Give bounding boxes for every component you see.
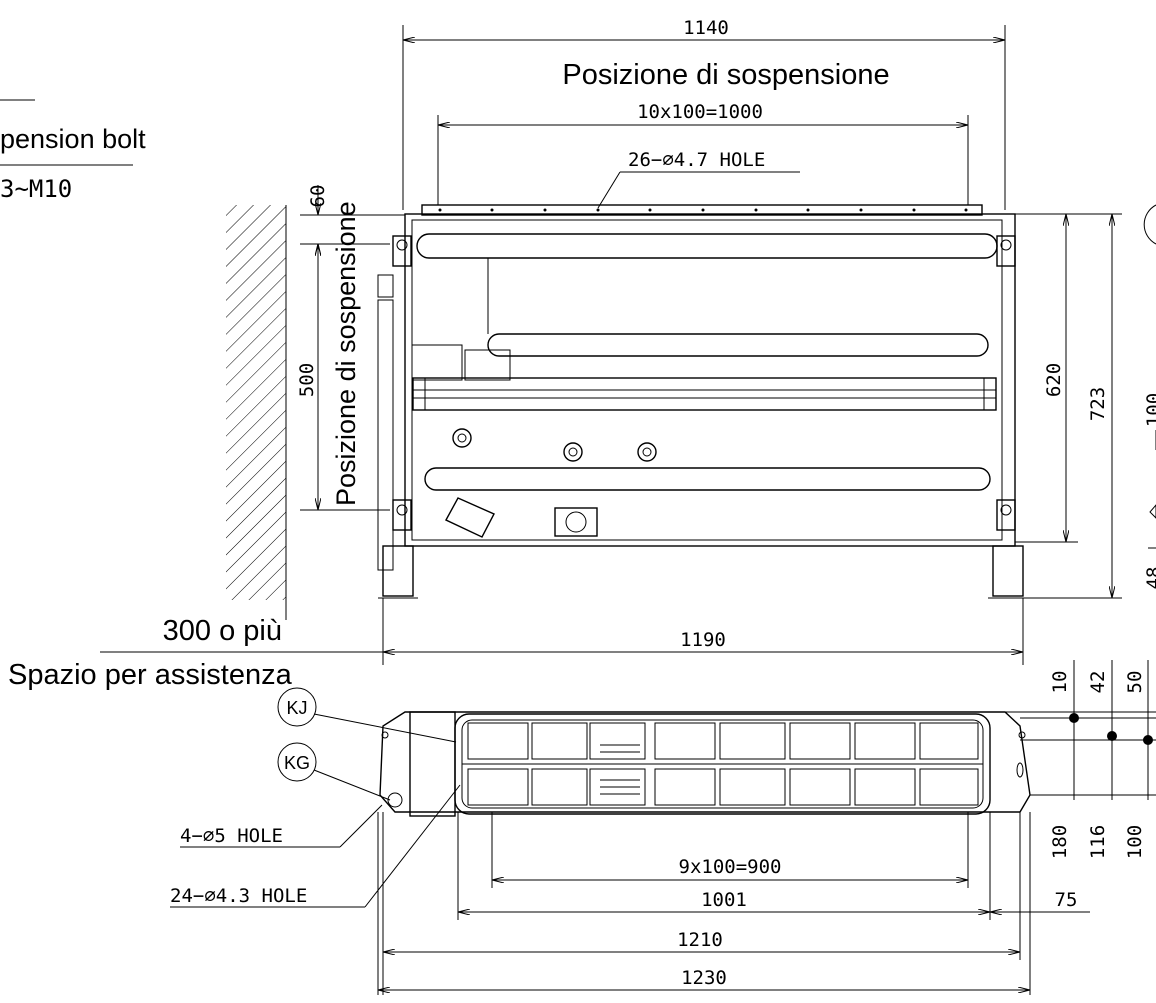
dim-500: 500 [296,244,390,511]
hole-26-callout: 26−∅4.7 HOLE [597,149,800,209]
dim-1190-text: 1190 [680,629,726,651]
suspension-bolt-label: pension bolt [0,124,146,154]
unit-bottom-view [379,711,1031,817]
dim-50-text: 50 [1124,671,1146,694]
dim-116-text: 116 [1087,825,1109,859]
dim-180-text: 180 [1049,825,1071,859]
dim-1210-text: 1210 [677,929,723,951]
dim-620-text: 620 [1043,363,1065,397]
bolt-size-label: 3~M10 [0,175,72,203]
unit-top-view [377,204,1028,599]
partial-bubble-right [1143,204,1156,245]
hole-24-text: 24−∅4.3 HOLE [170,885,307,907]
dim-10x100-text: 10x100=1000 [637,101,763,123]
dim-723: 723 [1028,213,1122,599]
bubble-kg-text: KG [284,753,310,773]
dim-9x100-text: 9x100=900 [679,856,782,878]
bubble-kj-text: KJ [286,698,307,718]
hanging-position-top-label: Posizione di sospensione [562,59,889,91]
dim-100-bottom-text: 100 [1124,825,1146,859]
hole-26-text: 26−∅4.7 HOLE [628,149,765,171]
hanging-position-side-label: Posizione di sospensione [331,201,361,506]
dim-1001-text: 1001 [701,889,747,911]
dim-42-text: 42 [1087,671,1109,694]
hole-4-callout: 4−∅5 HOLE [180,804,383,848]
dim-75: 75 [990,812,1090,995]
dim-100-right-text: 100 [1143,393,1156,427]
dim-48: 48 [1143,547,1156,590]
dim-1230-text: 1230 [681,967,727,989]
hole-24-callout: 24−∅4.3 HOLE [170,784,461,908]
dim-620: 620 [1015,213,1078,543]
dim-1190: 1190 [382,598,1024,665]
dim-100-right: 100 [1143,393,1156,450]
dim-1140: 1140 [402,17,1006,210]
dim-1140-text: 1140 [683,17,729,39]
dim-9x100: 9x100=900 [491,812,969,888]
dim-500-text: 500 [296,363,318,397]
suspension-bolt-callout: pension bolt 3~M10 [0,99,146,203]
dim-723-text: 723 [1087,387,1109,421]
dim-1001: 1001 [457,812,991,920]
wall-hatch [226,205,287,620]
flange-holes [438,208,968,212]
dim-75-text: 75 [1055,889,1078,911]
dim-10x100: 10x100=1000 [437,101,969,205]
dim-10-42-50: 10 42 50 180 116 100 [1005,660,1156,859]
clearance-label-group: 300 o più [100,615,383,653]
dim-10-text: 10 [1049,671,1071,694]
dim-48-text: 48 [1143,567,1156,590]
filter-panels [467,722,979,806]
bubble-kj: KJ [277,687,457,743]
partial-arrow-right [1149,504,1156,519]
service-space-label: Spazio per assistenza [8,659,293,691]
dim-60-text: 60 [307,185,329,208]
clearance-label: 300 o più [163,615,282,647]
bubble-kg: KG [277,742,391,801]
hole-4-text: 4−∅5 HOLE [180,825,283,847]
dim-1210: 1210 [382,812,1021,995]
dim-1230: 1230 [377,812,1030,995]
